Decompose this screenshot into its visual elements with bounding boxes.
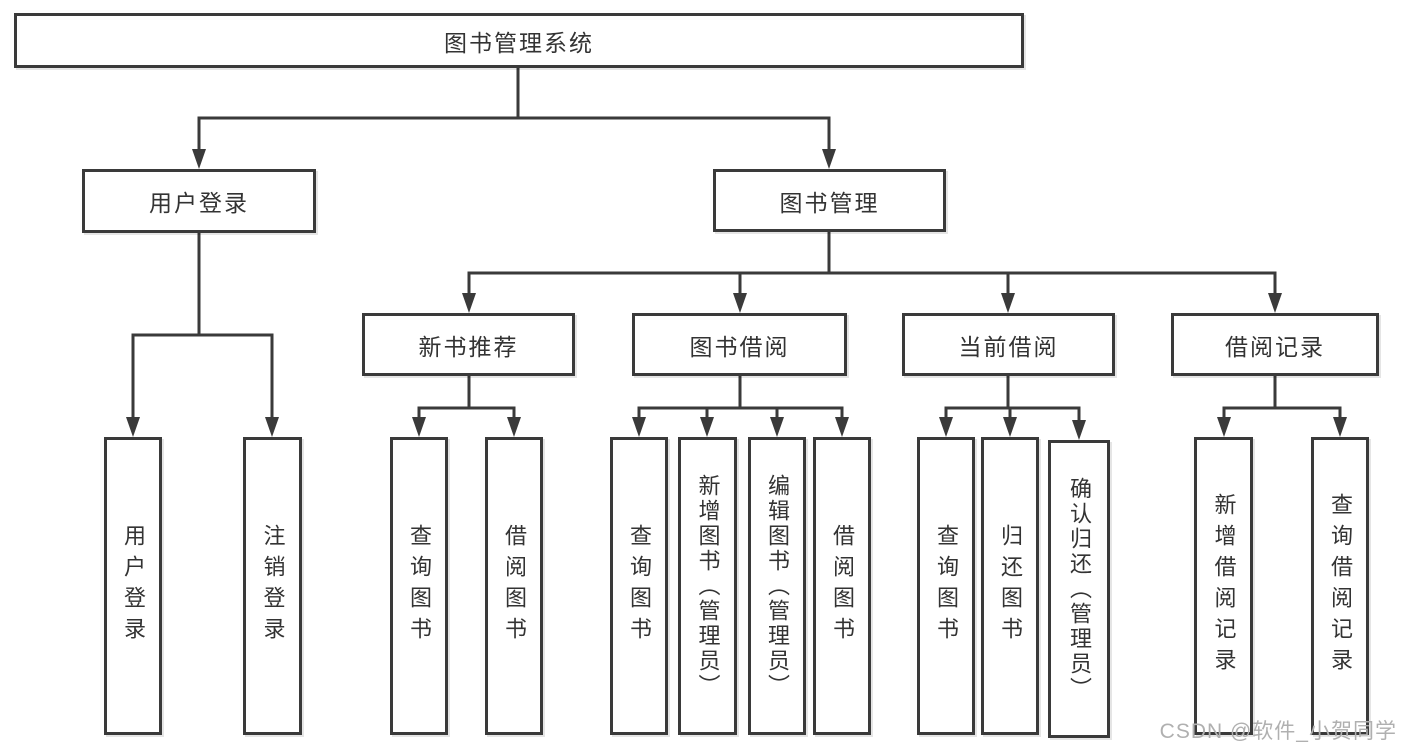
leaf-return-books: 归还图书	[981, 437, 1039, 735]
leaf-recommend-query-books: 查询图书	[390, 437, 448, 735]
leaf-add-borrow-record: 新增借阅记录	[1194, 437, 1253, 735]
node-book-management: 图书管理	[713, 169, 946, 232]
node-root: 图书管理系统	[14, 13, 1024, 68]
leaf-confirm-return-admin: 确认归还（管理员）	[1048, 440, 1110, 738]
leaf-user-login: 用户登录	[104, 437, 162, 735]
leaf-current-query-books: 查询图书	[917, 437, 975, 735]
leaf-query-borrow-record: 查询借阅记录	[1311, 437, 1369, 735]
leaf-borrow-query-books: 查询图书	[610, 437, 668, 735]
leaf-logout: 注销登录	[243, 437, 302, 735]
node-new-book-recommend: 新书推荐	[362, 313, 575, 376]
leaf-edit-books-admin: 编辑图书（管理员）	[748, 437, 806, 735]
node-user-login: 用户登录	[82, 169, 316, 233]
leaf-borrow-books: 借阅图书	[813, 437, 871, 735]
node-current-borrow: 当前借阅	[902, 313, 1115, 376]
node-book-borrow: 图书借阅	[632, 313, 847, 376]
leaf-recommend-borrow-books: 借阅图书	[485, 437, 543, 735]
watermark: CSDN @软件_小贺同学	[1159, 720, 1397, 743]
node-borrow-records: 借阅记录	[1171, 313, 1379, 376]
leaf-add-books-admin: 新增图书（管理员）	[678, 437, 737, 735]
